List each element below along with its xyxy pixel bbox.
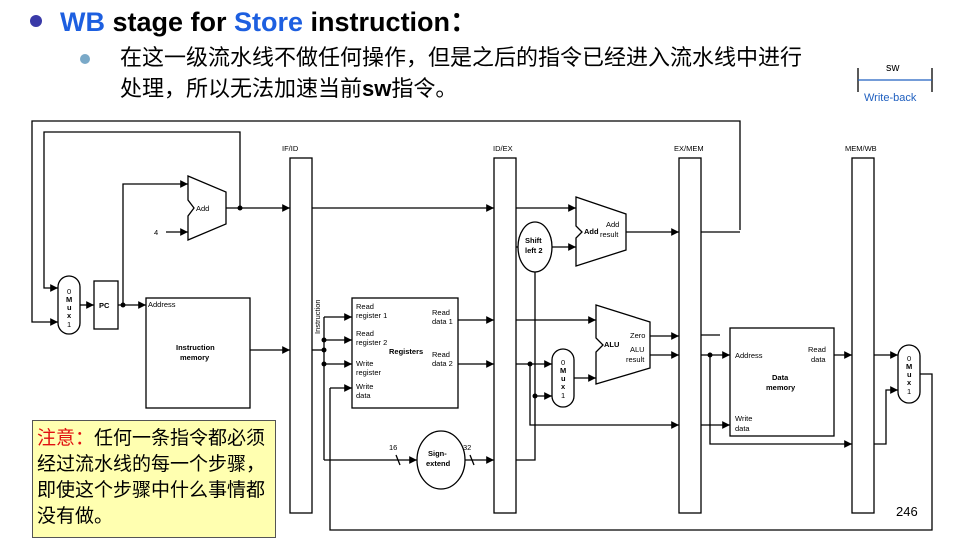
title-mid: stage for [104,7,235,37]
const-4: 4 [154,228,158,237]
bullet-text-after: 指令。 [391,77,458,102]
alumux-0: 0 [561,358,565,367]
wbmux-x: x [907,378,912,387]
rd1a: Read [432,308,450,317]
pc-label: PC [99,301,110,310]
adder2-res-b: result [600,230,619,239]
bullet-dot-icon [30,14,42,27]
wbmux-0: 0 [907,354,911,363]
sub-bullet-dot-icon [80,54,90,64]
alu-label: ALU [604,340,619,349]
rr1a: Read [356,302,374,311]
wrb: register [356,368,382,377]
wbmux-1: 1 [907,387,911,396]
pcmux-1: 1 [67,320,71,329]
note-box: 注意：任何一条指令都必须经过流水线的每一个步骤，即使这个步骤中什么事情都没有做。 [32,420,276,538]
pcmux-0: 0 [67,287,71,296]
signext-in-bits: 16 [389,443,397,452]
sub-bullet: 在这一级流水线不做任何操作，但是之后的指令已经进入流水线中进行处理，所以无法加速… [80,44,820,105]
rr1b: register 1 [356,311,387,320]
adder2-label: Add [584,227,599,236]
note-label: 注意： [37,427,95,449]
title-wb: WB [60,7,105,37]
bullet-text-bold: sw [362,76,392,101]
registers-title: Registers [389,347,423,356]
dmem-wd-b: data [735,424,750,433]
adder2-res-a: Add [606,220,619,229]
rd2a: Read [432,350,450,359]
bullet-text-before: 在这一级流水线不做任何操作，但是之后的指令已经进入流水线中进行处理，所以无法加速… [120,46,803,102]
shift-l1: Shift [525,236,542,245]
signext-l1: Sign- [428,449,447,458]
alu-zero: Zero [630,331,645,340]
wbmux-m: M [906,362,912,371]
page-number: 246 [896,504,918,519]
alumux-u: u [561,374,566,383]
alumux-x: x [561,382,566,391]
wra: Write [356,359,373,368]
pcmux-m: M [66,295,72,304]
imem-l1: Instruction [176,343,215,352]
rr2b: register 2 [356,338,387,347]
wda: Write [356,382,373,391]
alu-res-a: ALU [630,345,645,354]
slide-title: WB stage for Store instruction： [30,0,477,39]
ifid-label: IF/ID [282,144,299,153]
wbmux-u: u [907,370,912,379]
dmem-rd-b: data [811,355,826,364]
wdb: data [356,391,371,400]
signext-out-bits: 32 [463,443,471,452]
imem-address: Address [148,300,176,309]
dmem-l2: memory [766,383,796,392]
alu-res-b: result [626,355,645,364]
memwb-label: MEM/WB [845,144,877,153]
adder1-label: Add [196,204,209,213]
legend-writeback: Write-back [864,92,917,104]
rr2a: Read [356,329,374,338]
dmem-l1: Data [772,373,789,382]
dmem-rd-a: Read [808,345,826,354]
pcmux-x: x [67,311,72,320]
shift-l2: left 2 [525,246,543,255]
signext-l2: extend [426,459,451,468]
title-store: Store [234,7,304,37]
rd1b: data 1 [432,317,453,326]
dmem-wd-a: Write [735,414,752,423]
instruction-label: Instruction [313,299,322,334]
imem-l2: memory [180,353,210,362]
title-suffix: instruction： [303,7,478,37]
alumux-1: 1 [561,391,565,400]
alumux-m: M [560,366,566,375]
idex-label: ID/EX [493,144,513,153]
rd2b: data 2 [432,359,453,368]
pcmux-u: u [67,303,72,312]
note-text: 任何一条指令都必须经过流水线的每一个步骤，即使这个步骤中什么事情都没有做。 [37,427,266,527]
dmem-address: Address [735,351,763,360]
exmem-label: EX/MEM [674,144,704,153]
legend-sw: sw [886,62,900,74]
